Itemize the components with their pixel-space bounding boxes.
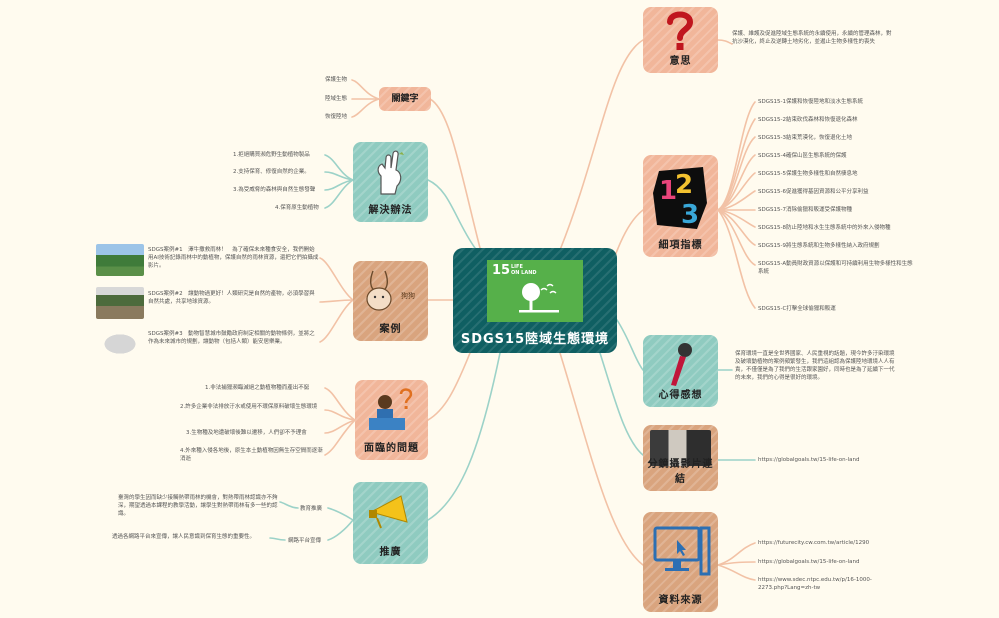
link-reflection xyxy=(616,319,644,371)
promotion-branch-1-text: 臺灣的學生因而缺少接觸熱帶雨林的機會，對熱帶雨林認識亦不夠深，期望透過本課程的教… xyxy=(118,495,278,517)
keyword-item-2: 陸域生態 xyxy=(325,96,348,102)
question-mark-icon xyxy=(667,11,694,50)
video-node[interactable]: 分鏡攝影片連結 xyxy=(643,425,718,491)
center-topic[interactable]: 15 LIFE ON LAND SDGS15陸域生態環境 xyxy=(453,248,617,353)
numbers-123-icon: 1 2 3 xyxy=(653,167,707,230)
source-link-1[interactable]: https://futurecity.cw.com.tw/article/129… xyxy=(758,540,870,546)
svg-text:1: 1 xyxy=(659,176,677,206)
hand-icon xyxy=(377,150,404,195)
video-title: 分鏡攝影片連結 xyxy=(647,459,714,485)
keywords-title: 關鍵字 xyxy=(391,94,419,104)
target-item-4: SDGS15-4確保山區生態系統的保護 xyxy=(758,153,847,159)
case-photo-1 xyxy=(96,244,144,276)
keyword-item-1: 保護生物 xyxy=(325,77,348,83)
sdg-label: LIFE ON LAND xyxy=(511,264,537,276)
case-item-2: SDGS案例#2 讓動物過更好！人類研究是自然的產物，必須學習與自然共處，共享地… xyxy=(148,291,315,305)
target-item-5: SDGS15-5保護生物多樣性和自然棲息地 xyxy=(758,171,858,177)
target-item-10: SDGS15-A動員財政資源以保護和可持續利用生物多樣性和生態系統 xyxy=(758,261,913,275)
keyword-item-3: 恢復陸地 xyxy=(325,114,348,120)
solution-item-1: 1.拒絕購買瀕危野生動植物製品 xyxy=(233,152,310,158)
link-keywords xyxy=(429,98,481,249)
link-intent xyxy=(559,39,644,251)
computer-monitor-icon xyxy=(653,526,711,576)
rabbit-icon xyxy=(366,270,392,311)
case-photo-2 xyxy=(96,287,144,319)
source-link-2[interactable]: https://globalgoals.tw/15-life-on-land xyxy=(758,559,860,565)
problems-title: 面臨的問題 xyxy=(364,443,419,454)
target-item-8: SDGS15-8防止陸地和水生生態系統中的外來入侵物種 xyxy=(758,225,891,231)
cases-title: 案例 xyxy=(379,324,402,335)
intent-text: 保護、維護及促進陸域生態系統的永續使用，永續的管理森林，對抗沙漠化，終止及逆轉土… xyxy=(732,31,892,45)
problem-item-3: 3.生物種及地遭破壞後難以遷移，人們卻不予理會 xyxy=(186,430,307,436)
targets-node[interactable]: 1 2 3 細項指標 xyxy=(643,155,718,257)
source-link-3[interactable]: https://www.sdec.ntpc.edu.tw/p/16-1000-2… xyxy=(758,577,872,591)
sdg-number: 15 xyxy=(492,263,511,278)
link-problems xyxy=(427,352,471,421)
problem-item-1: 1.非法捕獵濒臨滅絕之動植物種而產出不窮 xyxy=(205,385,310,391)
case-photo-3 xyxy=(96,329,144,359)
link-solutions xyxy=(427,179,476,249)
target-item-9: SDGS15-9將生態系統和生物多樣性納入政府規劃 xyxy=(758,243,880,249)
targets-title: 細項指標 xyxy=(658,240,703,251)
promotion-node[interactable]: 推廣 xyxy=(353,482,428,564)
link-video xyxy=(599,352,644,456)
target-item-1: SDGS15-1保護和恢復陸地和淡水生態系統 xyxy=(758,99,863,105)
person-question-icon xyxy=(369,388,413,430)
solutions-node[interactable]: 解決辦法 xyxy=(353,142,428,222)
svg-text:2: 2 xyxy=(675,170,693,200)
problem-item-4: 4.外來種入侵各地後，原生本土動植物因無生存空間而逐漸消逝 xyxy=(180,448,323,462)
solution-item-2: 2.支持保育、修復自然的企業。 xyxy=(233,169,310,175)
target-item-2: SDGS15-2結束砍伐森林和恢復退化森林 xyxy=(758,117,858,123)
promotion-branch-2-label: 網路平台宣傳 xyxy=(288,538,322,544)
target-item-3: SDGS15-3結束荒漠化，恢復退化土地 xyxy=(758,135,852,141)
target-item-6: SDGS15-6促進獲得基因資源和公平分享利益 xyxy=(758,189,869,195)
svg-text:3: 3 xyxy=(681,200,699,230)
reflection-node[interactable]: 心得感想 xyxy=(643,335,718,407)
video-link[interactable]: https://globalgoals.tw/15-life-on-land xyxy=(758,457,860,463)
promotion-branch-2-text: 透過各網路平台來宣傳，讓人民意識到保育生態的重要性。 xyxy=(112,534,256,540)
intent-node[interactable]: 意思 xyxy=(643,7,718,73)
case-item-1: SDGS案例#1 澤牛撒救雨林！ 為了確保未來種食安全，我們開始用AI技術記錄雨… xyxy=(148,247,319,269)
solutions-title: 解決辦法 xyxy=(368,205,413,216)
promotion-branch-1-label: 教育推廣 xyxy=(300,506,323,512)
center-title: SDGS15陸域生態環境 xyxy=(460,332,610,347)
case-item-3: SDGS案例#3 動物智慧城市鼓勵政府制定相關的動物條例，並將之作為未來城市的規… xyxy=(148,331,315,345)
link-sources xyxy=(559,352,644,566)
problem-item-2: 2.許多企業非法排放汙水或使用不環保原料破壞生態環境 xyxy=(180,404,318,410)
keywords-node[interactable]: 關鍵字 xyxy=(379,87,431,111)
cases-badge: 狗狗 xyxy=(401,292,415,300)
sources-node[interactable]: 資料來源 xyxy=(643,512,718,612)
reflection-text: 保育環境一直是全世界國家、人民重視的話題，現今許多汙染環境及破壞動植物的案例頻繁… xyxy=(735,351,895,381)
target-item-7: SDGS15-7消除偷獵和販運受保護物種 xyxy=(758,207,852,213)
link-promotion xyxy=(427,352,501,521)
solution-item-4: 4.保育原生動植物 xyxy=(275,205,319,211)
reflection-title: 心得感想 xyxy=(658,390,703,401)
video-photo xyxy=(650,430,711,466)
tree-icon xyxy=(519,283,559,313)
sdg15-logo: 15 LIFE ON LAND xyxy=(487,260,583,322)
promotion-title: 推廣 xyxy=(379,547,402,558)
microphone-icon xyxy=(671,343,692,386)
problems-node[interactable]: 面臨的問題 xyxy=(355,380,428,460)
megaphone-icon xyxy=(369,495,408,529)
solution-item-3: 3.為受威脅的森林與自然生態發聲 xyxy=(233,187,316,193)
target-item-11: SDGS15-C打擊全球偷獵和販運 xyxy=(758,306,836,312)
intent-title: 意思 xyxy=(669,56,692,67)
sources-title: 資料來源 xyxy=(658,595,703,606)
cases-node[interactable]: 狗狗 案例 xyxy=(353,261,428,341)
